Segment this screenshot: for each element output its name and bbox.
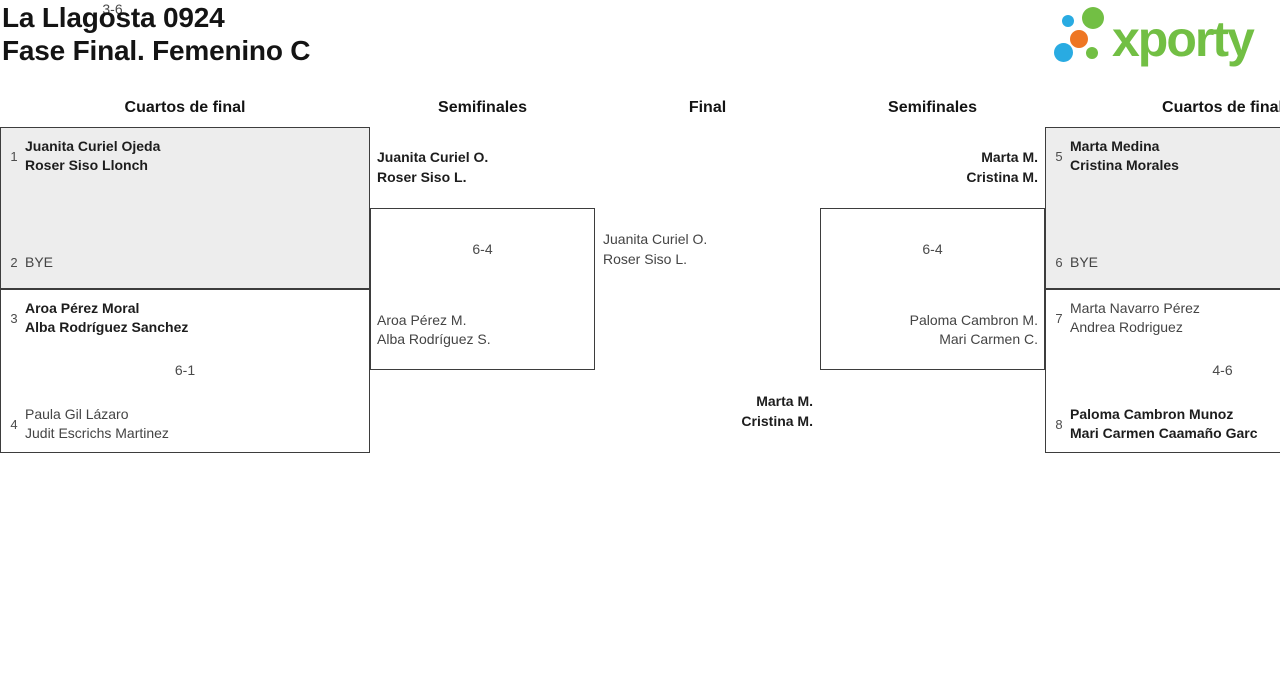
player-name: Alba Rodríguez S. bbox=[377, 331, 491, 347]
xporty-logo[interactable]: xporty bbox=[1048, 5, 1278, 69]
player-name: Aroa Pérez M. bbox=[377, 312, 467, 328]
player-name: Alba Rodríguez Sanchez bbox=[25, 319, 189, 335]
logo-dot-green-large-icon bbox=[1082, 7, 1104, 29]
team-row: 1 Juanita Curiel Ojeda Roser Siso Llonch bbox=[3, 137, 365, 175]
seed-number: 2 bbox=[10, 255, 18, 270]
round-header-final: Final bbox=[688, 99, 727, 116]
match-box-qf1[interactable]: 1 Juanita Curiel Ojeda Roser Siso Llonch… bbox=[0, 127, 370, 289]
team-row: Paloma Cambron M. Mari Carmen C. bbox=[910, 311, 1038, 349]
logo-dot-blue-small-icon bbox=[1062, 15, 1074, 27]
player-name: Paula Gil Lázaro bbox=[25, 406, 129, 422]
seed-number: 5 bbox=[1055, 148, 1063, 164]
match-score: 6-1 bbox=[174, 362, 196, 378]
bye-label: BYE bbox=[1070, 254, 1099, 270]
team-row: 5 Marta Medina Cristina Morales bbox=[1048, 137, 1280, 175]
player-name: Andrea Rodriguez bbox=[1070, 319, 1183, 335]
tournament-name: La Llagosta 0924 bbox=[2, 2, 225, 33]
final-team-top-label: Juanita Curiel O. Roser Siso L. bbox=[603, 230, 707, 269]
player-name: Paloma Cambron Munoz bbox=[1070, 406, 1234, 422]
player-name: Marta M. bbox=[981, 149, 1038, 165]
sf2-winner-label: Marta M. Cristina M. bbox=[820, 148, 1038, 187]
match-box-sf1[interactable]: 6-4 Aroa Pérez M. Alba Rodríguez S. bbox=[370, 208, 595, 370]
final-score: 3-6 bbox=[102, 1, 123, 17]
team-row: 7 Marta Navarro Pérez Andrea Rodriguez bbox=[1048, 299, 1280, 337]
player-name: Juanita Curiel O. bbox=[603, 231, 708, 247]
match-box-sf2[interactable]: 6-4 Paloma Cambron M. Mari Carmen C. bbox=[820, 208, 1045, 370]
team-row: 2 BYE bbox=[3, 253, 365, 272]
player-name: Juanita Curiel O. bbox=[377, 149, 489, 165]
sf1-winner-label: Juanita Curiel O. Roser Siso L. bbox=[377, 148, 488, 187]
match-box-qf2[interactable]: 3 Aroa Pérez Moral Alba Rodríguez Sanche… bbox=[0, 289, 370, 453]
team-row: 6 BYE bbox=[1048, 253, 1280, 272]
seed-number: 8 bbox=[1055, 416, 1063, 432]
logo-dot-orange-icon bbox=[1070, 30, 1088, 48]
player-name: Aroa Pérez Moral bbox=[25, 300, 140, 316]
phase-name: Fase Final. Femenino C bbox=[2, 35, 311, 66]
team-row: 3 Aroa Pérez Moral Alba Rodríguez Sanche… bbox=[3, 299, 365, 337]
bye-label: BYE bbox=[25, 254, 54, 270]
seed-number: 3 bbox=[10, 310, 18, 326]
match-score: 4-6 bbox=[1212, 362, 1233, 378]
seed-number: 7 bbox=[1055, 310, 1063, 326]
seed-number: 4 bbox=[10, 416, 18, 432]
player-name: Cristina M. bbox=[966, 168, 1038, 185]
player-name: Judit Escrichs Martinez bbox=[25, 425, 169, 441]
player-name: Mari Carmen Caamaño Garc bbox=[1070, 425, 1258, 441]
player-name: Cristina Morales bbox=[1070, 157, 1179, 173]
player-name: Marta Navarro Pérez bbox=[1070, 300, 1200, 316]
logo-dot-blue-large-icon bbox=[1054, 43, 1073, 62]
player-name: Roser Siso L. bbox=[377, 168, 467, 185]
match-box-qf4[interactable]: 7 Marta Navarro Pérez Andrea Rodriguez 4… bbox=[1045, 289, 1280, 453]
player-name: Mari Carmen C. bbox=[939, 331, 1038, 347]
logo-dot-green-small-icon bbox=[1086, 47, 1098, 59]
seed-number: 6 bbox=[1055, 255, 1063, 270]
team-row: 8 Paloma Cambron Munoz Mari Carmen Caama… bbox=[1048, 405, 1280, 443]
team-row: Aroa Pérez M. Alba Rodríguez S. bbox=[377, 311, 491, 349]
player-name: Roser Siso L. bbox=[603, 250, 688, 267]
seed-number: 1 bbox=[10, 148, 18, 164]
match-box-qf3[interactable]: 5 Marta Medina Cristina Morales 6 BYE bbox=[1045, 127, 1280, 289]
player-name: Cristina M. bbox=[741, 412, 813, 429]
round-header-semifinals-right: Semifinales bbox=[888, 99, 977, 116]
player-name: Paloma Cambron M. bbox=[909, 312, 1038, 328]
team-row: 4 Paula Gil Lázaro Judit Escrichs Martin… bbox=[3, 405, 365, 443]
page-title: La Llagosta 0924 Fase Final. Femenino C bbox=[2, 1, 311, 67]
player-name: Roser Siso Llonch bbox=[25, 157, 148, 173]
player-name: Juanita Curiel Ojeda bbox=[25, 138, 161, 154]
logo-wordmark: xporty bbox=[1112, 11, 1255, 67]
player-name: Marta Medina bbox=[1070, 138, 1160, 154]
match-score: 6-4 bbox=[472, 241, 493, 257]
round-header-quarterfinals-right: Cuartos de final bbox=[1162, 99, 1280, 116]
player-name: Marta M. bbox=[756, 393, 813, 409]
round-header-quarterfinals-left: Cuartos de final bbox=[124, 99, 246, 116]
match-score: 6-4 bbox=[922, 241, 943, 257]
final-team-bottom-label: Marta M. Cristina M. bbox=[595, 392, 813, 431]
round-header-semifinals-left: Semifinales bbox=[438, 99, 527, 116]
